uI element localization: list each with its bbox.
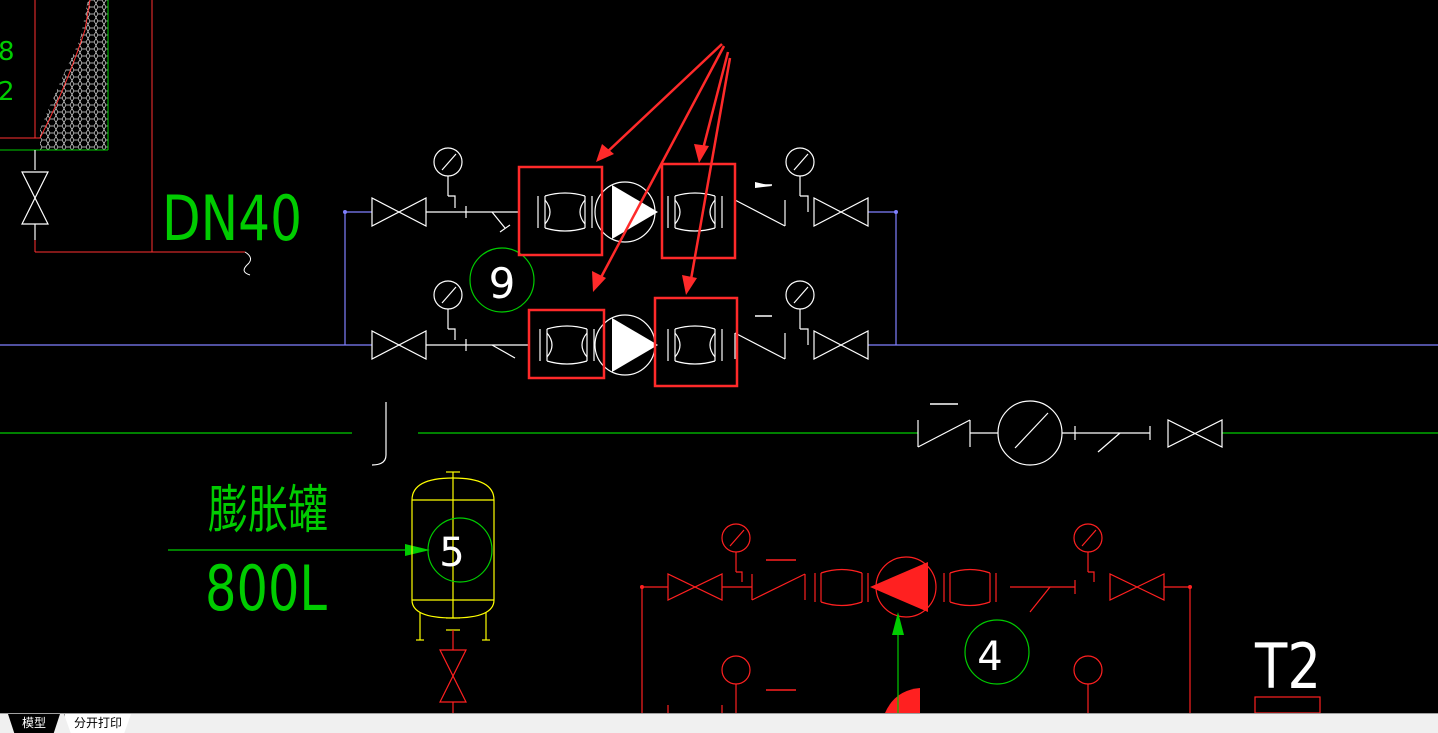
pump-row-upper [371,147,869,243]
expansion-tank-label: 膨胀罐 [208,481,328,541]
pump-row-lower [371,280,869,376]
highlight-box-lower-left [527,308,606,380]
pump-group-tag-circle [469,247,535,313]
layout-tab-bar: 模型 分开打印 [0,713,1438,733]
tab-model[interactable]: 模型 [8,714,60,733]
expansion-tank-volume: 800L [205,552,327,625]
gate-valve-topleft [21,150,49,240]
check-valve-and-gauge-row [917,400,1223,466]
pump-group-2-number: 4 [977,634,1002,680]
svg-text:2: 2 [0,77,15,107]
expansion-tank-vessel [411,471,495,641]
highlight-box-upper-right [660,162,737,260]
tank-drain-valve [439,630,467,713]
annotation-highlights [517,43,739,388]
tank-number: 5 [439,530,464,576]
red-pump-group [641,523,1191,713]
cad-drawing-canvas[interactable]: 8 2 DN40 [0,0,1438,713]
annotation-arrowheads [592,144,709,295]
terminal-label: T2 [1254,630,1321,703]
pump-group-number: 9 [489,259,516,308]
tank-tag-circle [427,517,493,583]
highlight-box-lower-right [653,296,739,388]
pipe-size-label: DN40 [162,182,302,255]
blue-pipe-loop [0,211,1438,346]
pump-group-2-tag-circle [964,619,1030,685]
hatched-tank-shape: 8 2 [0,0,109,151]
highlight-box-upper-left [517,165,604,257]
svg-text:8: 8 [0,37,15,67]
tab-separate-print[interactable]: 分开打印 [64,714,131,733]
